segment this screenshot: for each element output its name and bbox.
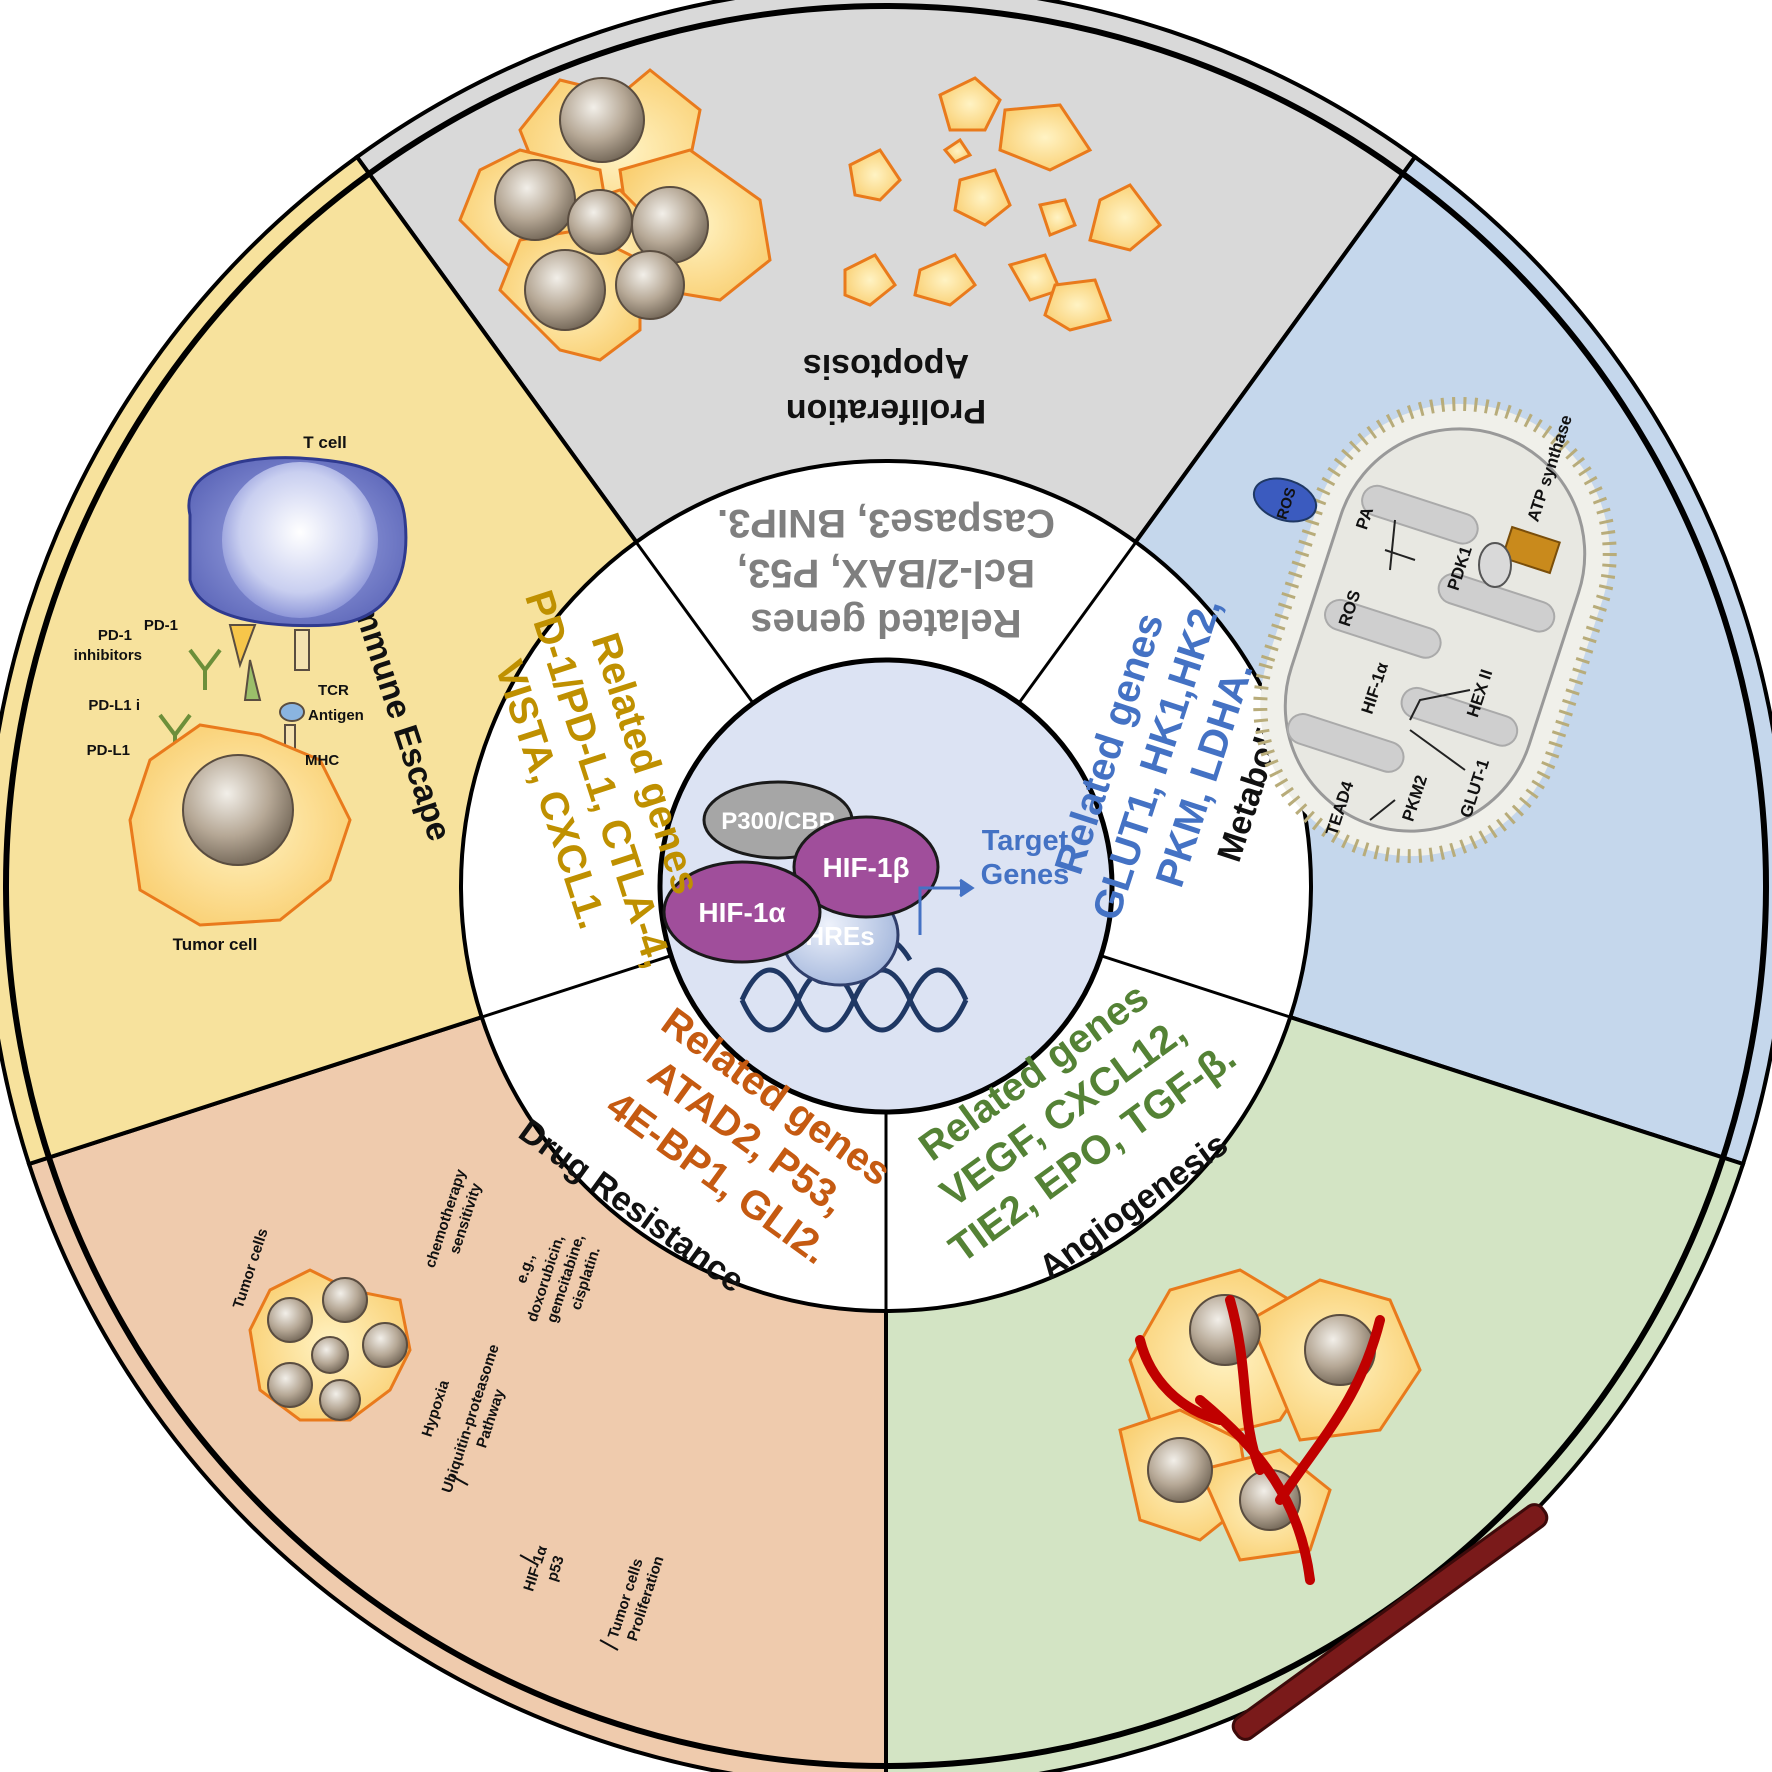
antigen-label: Antigen [308, 707, 364, 724]
drug-tumor-nuclei [267, 1277, 408, 1421]
genes-proliferation-title: Related genes [750, 601, 1021, 645]
center-hub: HREs P300/CBP HIF-1β HIF-1α Target Genes [657, 657, 1115, 1115]
tumor-cell-label: Tumor cell [173, 935, 258, 954]
tcr-label: TCR [318, 682, 349, 699]
immune-receptors [228, 624, 310, 761]
blood-vessel [1231, 1503, 1549, 1741]
tumor-nuclei [494, 77, 709, 331]
target-label-2: Genes [981, 859, 1070, 891]
target-arrow [918, 878, 975, 935]
pd1i-label-2: inhibitors [74, 647, 142, 664]
pdl1i-label: PD-L1 i [88, 697, 140, 714]
metabolic-arrows [1369, 519, 1471, 821]
hif1a-shape [662, 860, 822, 964]
tcell-nucleus [222, 462, 378, 618]
apoptotic-bodies [843, 76, 1163, 332]
apoptosis-title: Apoptosis [803, 347, 969, 385]
genes-proliferation-line2: Caspase3, BNIP3. [717, 501, 1055, 545]
ros-bubble [1252, 477, 1318, 523]
hif1b-label: HIF-1β [822, 852, 909, 883]
target-label-1: Target [982, 825, 1069, 857]
proliferation-illustration: Proliferation Apoptosis [458, 68, 1163, 430]
hif1b-shape [792, 815, 940, 919]
pd1-label: PD-1 [144, 617, 178, 634]
genes-proliferation-line1: Bcl-2/BAX, P53, [737, 551, 1035, 595]
mitochondrion [1253, 396, 1617, 864]
mhc-label: MHC [305, 752, 339, 769]
pdl1-label: PD-L1 [87, 742, 130, 759]
genes-proliferation: Related genes Bcl-2/BAX, P53, Caspase3, … [717, 501, 1055, 645]
hif1a-label: HIF-1α [698, 897, 785, 928]
metabolic-illustration: Metabolic Reprogramming ROS PA ROS PDK1 … [1210, 396, 1617, 866]
proliferation-title: Proliferation [786, 392, 986, 430]
atp-synthase-icon [1478, 525, 1561, 588]
pd1i-label-1: PD-1 [98, 627, 132, 644]
tumor-cell-nucleus [182, 754, 294, 866]
tcell-label: T cell [303, 433, 346, 452]
blood-vessel-branches [1135, 1295, 1385, 1585]
drug-arrows [449, 1474, 619, 1651]
immune-labels: PD-1 PD-1 inhibitors PD-L1 i PD-L1 TCR A… [74, 617, 364, 954]
